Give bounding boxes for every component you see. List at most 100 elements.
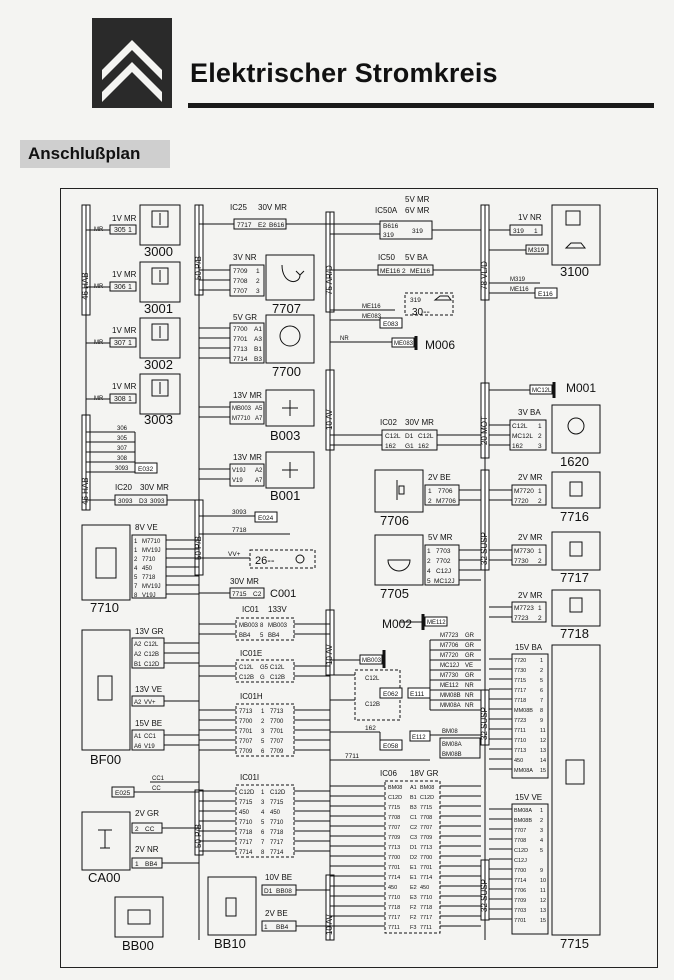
svg-text:3V NR: 3V NR [233, 253, 257, 262]
svg-text:C12L: C12L [512, 423, 528, 430]
ic06-cell: 450 [420, 885, 429, 891]
svg-text:1V MR: 1V MR [112, 382, 137, 391]
svg-text:MC12J: MC12J [434, 578, 455, 585]
svg-text:M001: M001 [566, 381, 596, 395]
svg-text:162: 162 [385, 443, 396, 450]
svg-text:8: 8 [261, 850, 265, 856]
pin-7715-bot: C12D [514, 848, 528, 854]
svg-text:3V BA: 3V BA [518, 408, 541, 417]
pin-7715-top: 7717 [514, 688, 526, 694]
svg-text:MC12L: MC12L [512, 433, 533, 440]
ic06-cell: B1 [410, 795, 417, 801]
svg-text:B003: B003 [270, 428, 300, 443]
ic06-cell: 7707 [388, 825, 400, 831]
ic01e-block: IC01E C12L G5 C12L C12B G C12B [199, 649, 330, 683]
svg-text:7710: 7710 [270, 820, 284, 826]
svg-text:E058: E058 [383, 743, 399, 750]
pin-7715-bot: BM08A [514, 808, 532, 814]
svg-text:1: 1 [261, 790, 265, 796]
ic06-cell: 7713 [420, 845, 432, 851]
ic06-cell: 7714 [420, 875, 432, 881]
svg-text:CC: CC [145, 826, 155, 833]
svg-text:2V MR: 2V MR [518, 591, 543, 600]
svg-text:7703: 7703 [436, 548, 451, 555]
e025-wire: E025 CC1 CC [111, 776, 199, 798]
svg-text:NR: NR [465, 683, 474, 689]
svg-text:3002: 3002 [144, 357, 173, 372]
svg-text:7715: 7715 [239, 800, 253, 806]
ic06-cell: A1 [410, 785, 417, 791]
ic06-cell: 7701 [388, 865, 400, 871]
svg-text:B616: B616 [269, 222, 285, 229]
svg-text:GR: GR [465, 673, 475, 679]
svg-text:G1: G1 [405, 443, 414, 450]
svg-text:7730: 7730 [514, 558, 529, 565]
svg-text:VV+: VV+ [144, 700, 156, 706]
ic06-cell: 7718 [388, 905, 400, 911]
svg-text:M7730: M7730 [514, 548, 534, 555]
svg-text:7707: 7707 [239, 739, 253, 745]
svg-text:3003: 3003 [144, 412, 173, 427]
ic25-block: IC25 30V MR 7717 E2 B616 [199, 203, 330, 230]
svg-text:7700: 7700 [233, 326, 248, 333]
m001-ground: MC12L M001 [489, 381, 596, 398]
svg-text:MC12L: MC12L [532, 388, 552, 394]
svg-text:306: 306 [114, 284, 126, 291]
svg-text:7714: 7714 [233, 356, 248, 363]
svg-text:30V MR: 30V MR [140, 483, 169, 492]
svg-text:2V NR: 2V NR [135, 845, 159, 854]
svg-text:E2: E2 [258, 222, 266, 229]
pin-7715-top-num: 6 [540, 688, 543, 694]
pin-7715-bot-num: 12 [540, 898, 546, 904]
ic06-cell: 7709 [420, 835, 432, 841]
pin-7715-top-num: 1 [540, 658, 543, 664]
svg-text:3093: 3093 [118, 498, 133, 505]
svg-text:1: 1 [135, 861, 139, 868]
svg-text:C12L: C12L [418, 433, 434, 440]
svg-text:7701: 7701 [239, 729, 253, 735]
ic06-cell: F2 [410, 915, 416, 921]
svg-text:13V MR: 13V MR [233, 391, 262, 400]
svg-text:V19J: V19J [142, 593, 156, 599]
pin-7715-top: 7710 [514, 738, 526, 744]
svg-text:IC50: IC50 [378, 253, 395, 262]
svg-text:M7710: M7710 [142, 539, 161, 545]
svg-text:7700: 7700 [272, 364, 301, 379]
svg-text:30V MR: 30V MR [258, 203, 287, 212]
svg-text:C12D: C12D [270, 790, 286, 796]
svg-text:1: 1 [538, 605, 542, 612]
pin-7715-bot-num: 9 [540, 868, 543, 874]
svg-text:307: 307 [114, 340, 126, 347]
svg-text:ME116: ME116 [510, 287, 529, 293]
svg-text:305: 305 [114, 227, 126, 234]
svg-text:5V MR: 5V MR [405, 195, 430, 204]
pin-7715-bot: 7708 [514, 838, 526, 844]
ic06-cell: D1 [410, 845, 417, 851]
pin-7715-bot: 7714 [514, 878, 526, 884]
svg-text:1: 1 [128, 396, 132, 403]
svg-text:BM08: BM08 [442, 729, 458, 735]
svg-text:7713: 7713 [239, 709, 253, 715]
svg-text:IC25: IC25 [230, 203, 247, 212]
component-30: 319 30-- [404, 292, 454, 318]
component-bf00: BF00 13V GR A2 C12L A2 C12B B1 C12D 13V … [81, 627, 199, 767]
component-bb10: BB10 10V BE D1 BB08 2V BE 1 BB4 [207, 873, 330, 951]
svg-text:MM08A: MM08A [440, 703, 461, 709]
svg-text:GR: GR [465, 653, 475, 659]
svg-text:4: 4 [261, 810, 265, 816]
svg-text:M7720: M7720 [514, 488, 534, 495]
component-7700: 5V GR 7700 A1 7701 A3 7713 B1 7714 B3 77… [199, 313, 315, 379]
ic06-cell: 7714 [388, 875, 400, 881]
svg-text:7714: 7714 [270, 850, 284, 856]
svg-text:BB08: BB08 [276, 888, 292, 895]
component-1620: 3V BA C12L 1 MC12L 2 162 3 1620 [489, 404, 601, 469]
svg-text:ME116: ME116 [362, 304, 381, 310]
svg-text:7720: 7720 [514, 498, 529, 505]
svg-text:A2: A2 [134, 700, 142, 706]
ic06-cell: BM08 [388, 785, 402, 791]
svg-text:4: 4 [134, 566, 138, 572]
svg-text:3093: 3093 [115, 466, 129, 472]
svg-text:1V NR: 1V NR [518, 213, 542, 222]
svg-text:162: 162 [365, 725, 376, 732]
